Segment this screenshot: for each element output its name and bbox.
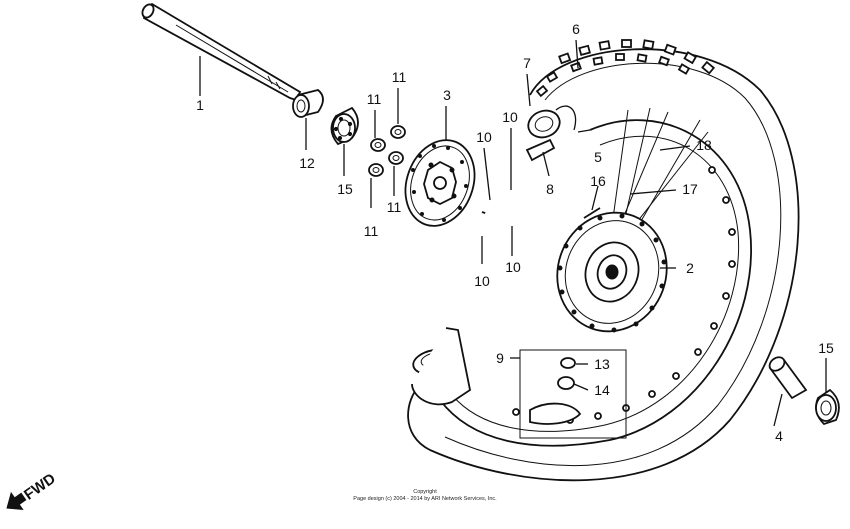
callout-9: 9 xyxy=(496,350,504,366)
callout-5: 5 xyxy=(594,149,602,165)
fwd-arrow-icon xyxy=(6,491,27,510)
copyright-line-1: Copyright xyxy=(413,489,437,495)
forward-direction-indicator: FWD xyxy=(6,470,59,510)
rim-band[interactable] xyxy=(411,327,472,406)
bearing-right[interactable] xyxy=(815,388,840,426)
callout-10-c: 10 xyxy=(474,273,490,289)
callout-15-right: 15 xyxy=(818,340,834,356)
bearing-left[interactable] xyxy=(330,106,359,146)
callout-1: 1 xyxy=(196,97,204,113)
callout-11-c: 11 xyxy=(364,223,379,239)
tube[interactable] xyxy=(525,105,577,142)
wheel-hub[interactable] xyxy=(541,197,684,347)
callout-4: 4 xyxy=(775,428,783,444)
disc-nut[interactable] xyxy=(368,125,406,177)
callout-11-d: 11 xyxy=(387,199,402,215)
callout-7: 7 xyxy=(523,55,531,71)
spoke-nipple[interactable] xyxy=(583,207,601,219)
callout-8: 8 xyxy=(546,181,554,197)
axle[interactable] xyxy=(140,2,302,102)
fwd-label: FWD xyxy=(21,470,59,504)
callout-18: 18 xyxy=(696,137,712,153)
callout-17: 17 xyxy=(682,181,698,197)
tire-tread xyxy=(535,39,716,98)
callout-6: 6 xyxy=(572,21,580,37)
callout-3: 3 xyxy=(443,87,451,103)
callout-labels: 1 12 15 11 11 11 11 3 10 10 10 10 7 6 5 … xyxy=(196,21,834,444)
copyright-footer: Copyright Page design (c) 2004 - 2014 by… xyxy=(330,489,520,503)
callout-2: 2 xyxy=(686,260,694,276)
axle-collar[interactable] xyxy=(292,89,324,118)
copyright-line-2: Page design (c) 2004 - 2014 by ARI Netwo… xyxy=(353,496,497,502)
callout-11-a: 11 xyxy=(367,91,382,107)
balance-weight-kit[interactable] xyxy=(519,349,627,439)
callout-15-left: 15 xyxy=(337,181,353,197)
callout-12: 12 xyxy=(299,155,315,171)
hub-flange-holes xyxy=(557,213,667,333)
leader-lines xyxy=(199,39,827,427)
valve-stem[interactable] xyxy=(525,138,556,162)
callout-16: 16 xyxy=(590,173,606,189)
side-collar[interactable] xyxy=(767,354,808,400)
callout-14: 14 xyxy=(594,382,610,398)
callout-13: 13 xyxy=(594,356,610,372)
callout-11-b: 11 xyxy=(392,69,407,85)
callout-10-d: 10 xyxy=(505,259,521,275)
callout-10-b: 10 xyxy=(502,109,518,125)
brake-disc[interactable] xyxy=(394,130,486,235)
callout-10-a: 10 xyxy=(476,129,492,145)
